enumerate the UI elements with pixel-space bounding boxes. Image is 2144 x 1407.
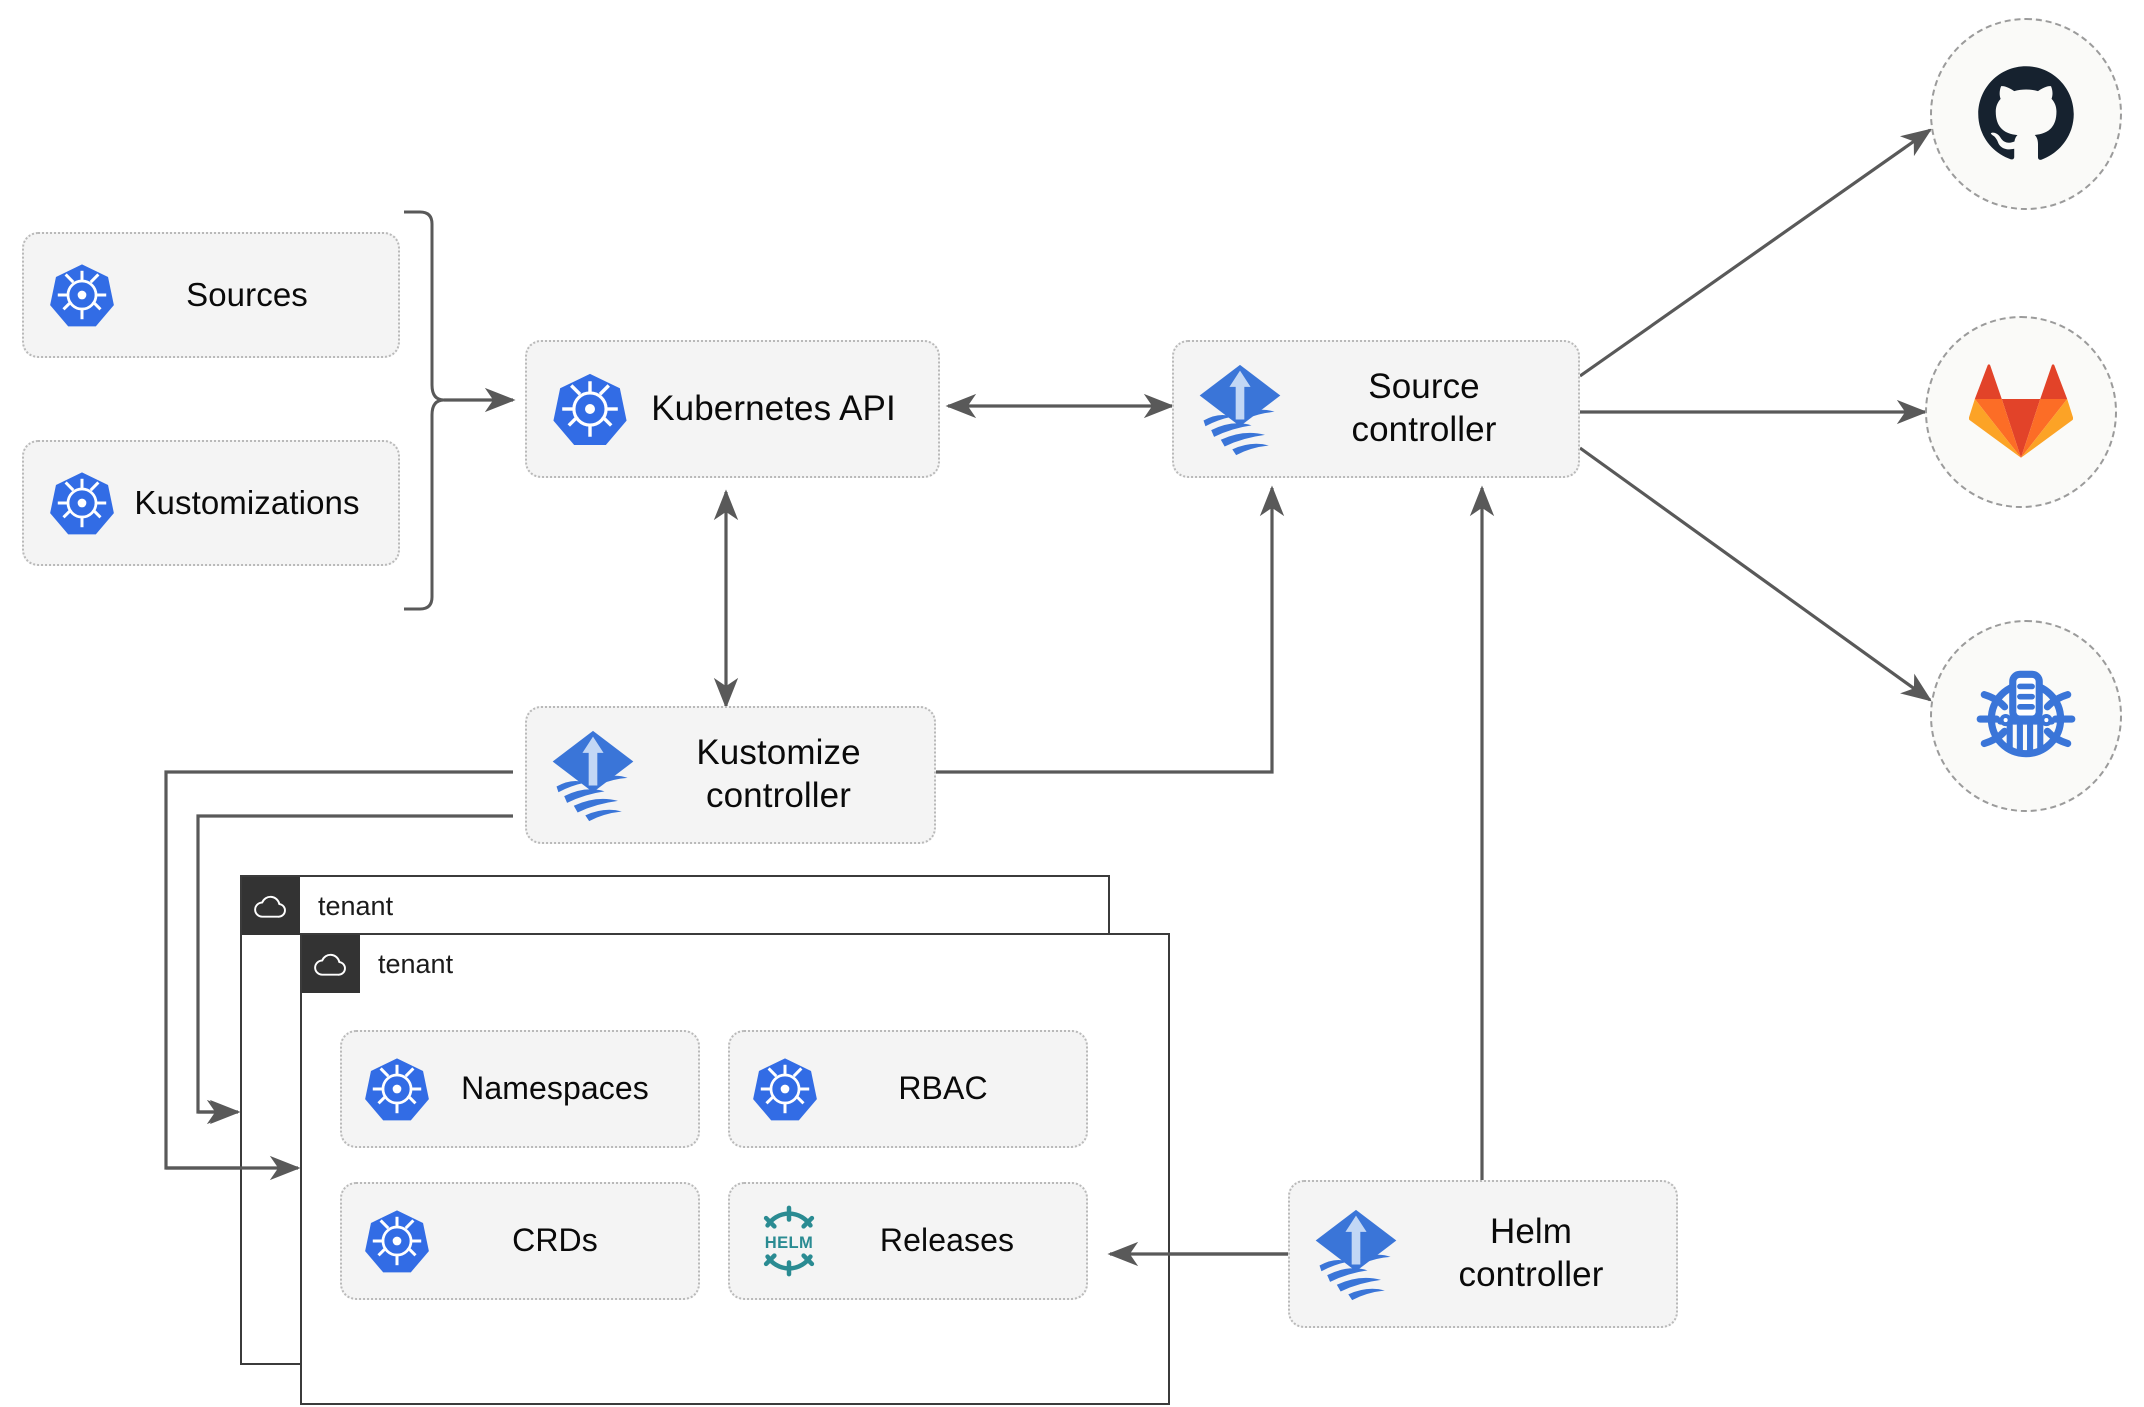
kubernetes-api-node[interactable]: Kubernetes API [525, 340, 940, 478]
helm-controller-label: Helm controller [1458, 1212, 1604, 1294]
svg-text:HELM: HELM [765, 1233, 813, 1252]
source-controller-label: Source controller [1351, 367, 1497, 449]
endpoint-github[interactable] [1930, 18, 2122, 210]
kustomize-controller-node[interactable]: Kustomize controller [525, 706, 936, 844]
kubernetes-api-label: Kubernetes API [651, 388, 896, 428]
tenant-container-front[interactable]: tenant [300, 933, 1170, 1405]
resource-label: Sources [186, 275, 308, 313]
kubernetes-icon [362, 1206, 432, 1276]
flux-icon [1192, 359, 1288, 459]
tenant-resource-rbac[interactable]: RBAC [728, 1030, 1088, 1148]
kubernetes-icon [362, 1054, 432, 1124]
tenant-resource-label: Namespaces [461, 1070, 649, 1107]
gitlab-icon [1969, 364, 2073, 458]
helm-logo-icon: HELM [750, 1202, 828, 1280]
tenant-resource-releases[interactable]: HELM Releases [728, 1182, 1088, 1300]
kubernetes-icon [549, 368, 631, 450]
tenant-resource-label: RBAC [898, 1070, 988, 1107]
tenant-label: tenant [378, 948, 454, 979]
source-controller-node[interactable]: Source controller [1172, 340, 1580, 478]
tenant-resource-namespaces[interactable]: Namespaces [340, 1030, 700, 1148]
tenant-resource-crds[interactable]: CRDs [340, 1182, 700, 1300]
kubernetes-icon [750, 1054, 820, 1124]
cloud-icon [242, 877, 300, 935]
tenant-label: tenant [318, 890, 394, 921]
flux-icon [1308, 1204, 1404, 1304]
endpoint-helm-repository[interactable] [1930, 620, 2122, 812]
kubernetes-icon [46, 259, 118, 331]
resource-box-kustomizations[interactable]: Kustomizations [22, 440, 400, 566]
endpoint-gitlab[interactable] [1925, 316, 2117, 508]
resource-box-sources[interactable]: Sources [22, 232, 400, 358]
resource-label: Kustomizations [134, 483, 360, 521]
tenant-header: tenant [302, 935, 453, 993]
helm-repository-icon [1976, 670, 2076, 758]
helm-controller-node[interactable]: Helm controller [1288, 1180, 1678, 1328]
tenant-header: tenant [242, 877, 393, 935]
tenant-resource-label: CRDs [512, 1222, 598, 1259]
kubernetes-icon [46, 467, 118, 539]
github-icon [1978, 66, 2074, 160]
kustomize-controller-label: Kustomize controller [696, 733, 861, 815]
cloud-icon [302, 935, 360, 993]
flux-icon [545, 725, 641, 825]
tenant-resource-label: Releases [879, 1222, 1015, 1259]
